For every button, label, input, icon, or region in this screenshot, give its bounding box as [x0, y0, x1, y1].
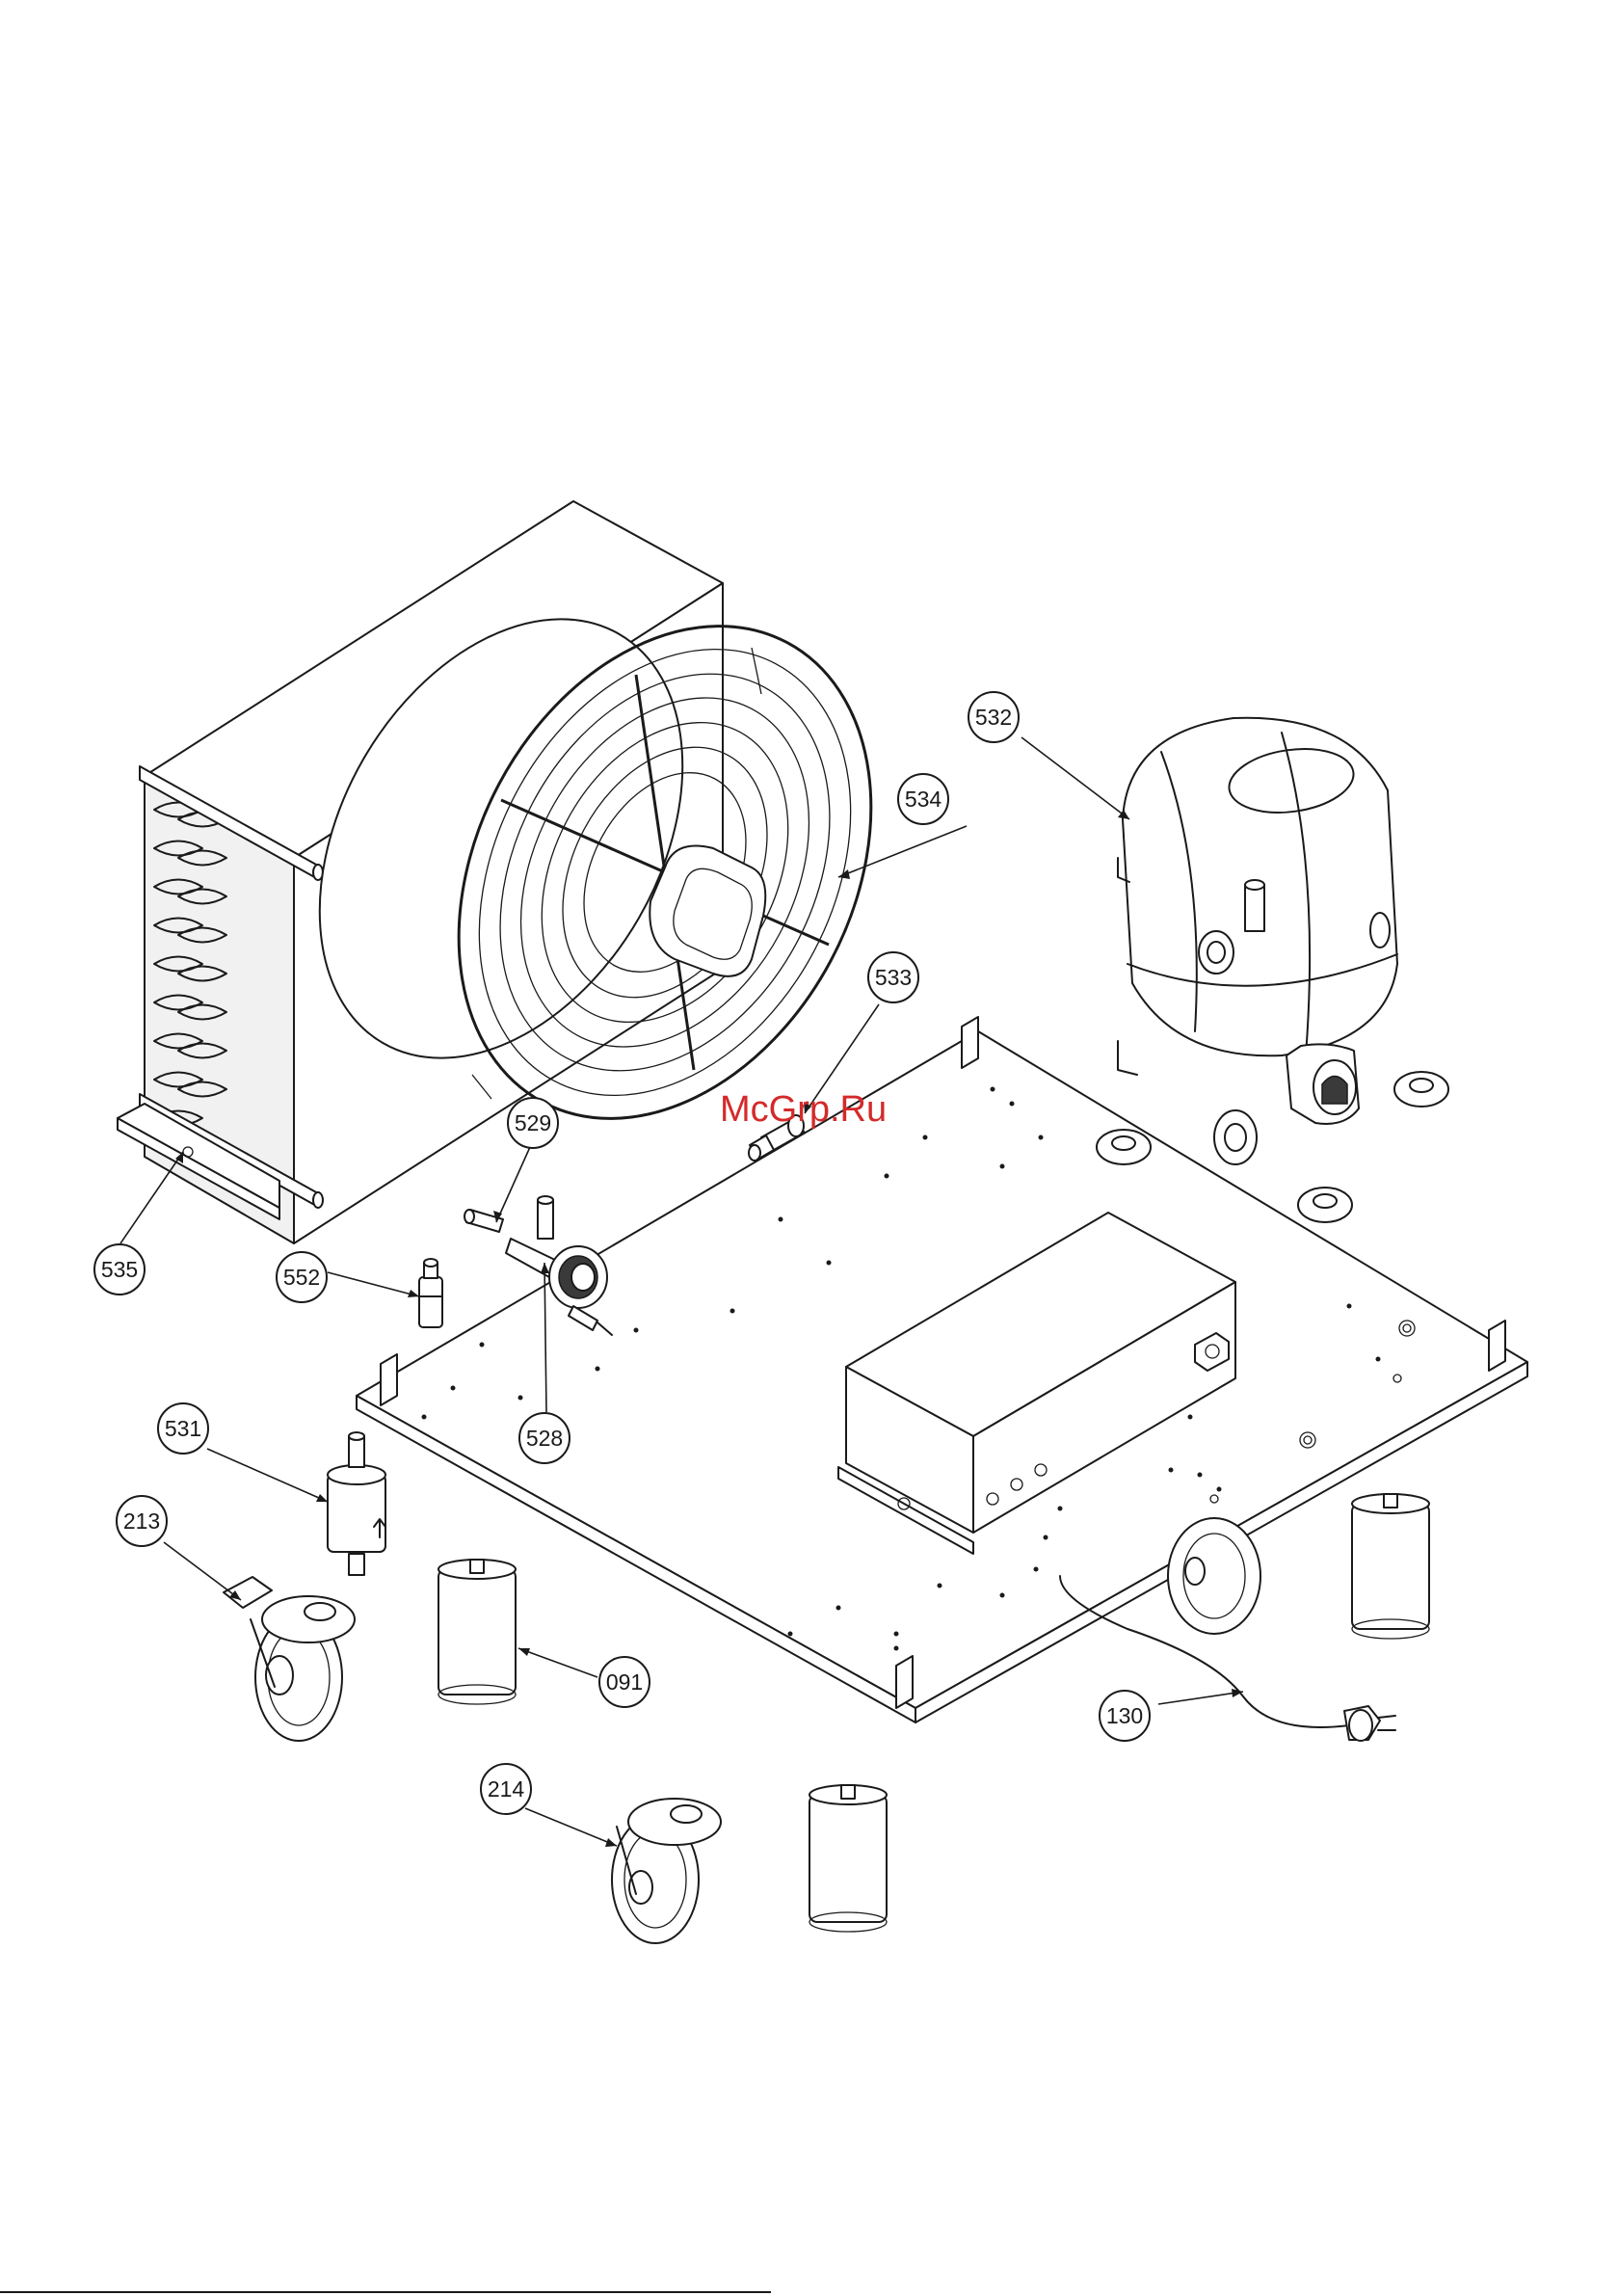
- callout-528-label: 528: [526, 1426, 563, 1451]
- callout-533: 533: [868, 952, 918, 1002]
- callout-531-label: 531: [165, 1416, 201, 1441]
- callout-534: 534: [898, 774, 948, 824]
- callout-528: 528: [519, 1413, 570, 1463]
- callout-529: 529: [508, 1098, 558, 1148]
- callout-533-label: 533: [875, 965, 912, 990]
- callout-552-label: 552: [283, 1265, 320, 1290]
- damper-front: [809, 1785, 887, 1932]
- callout-534-label: 534: [905, 787, 942, 812]
- castor-214: [612, 1799, 721, 1943]
- callout-532: 532: [968, 692, 1019, 742]
- castor-rear: [1168, 1518, 1260, 1634]
- callout-213: 213: [117, 1496, 167, 1546]
- callout-213-label: 213: [123, 1508, 160, 1534]
- callout-535: 535: [94, 1244, 145, 1295]
- callout-529-label: 529: [515, 1110, 551, 1135]
- damper-091: [438, 1560, 516, 1704]
- callout-091-label: 091: [606, 1669, 643, 1695]
- compressor: [1097, 718, 1448, 1222]
- damper-rear: [1352, 1494, 1429, 1639]
- callout-552: 552: [277, 1252, 327, 1302]
- castor-213: [224, 1577, 355, 1741]
- callout-130: 130: [1100, 1691, 1150, 1741]
- callout-531: 531: [158, 1403, 208, 1454]
- callout-214: 214: [481, 1764, 531, 1814]
- valve-552: [419, 1259, 442, 1327]
- callout-130-label: 130: [1106, 1703, 1143, 1728]
- callout-091: 091: [599, 1657, 650, 1707]
- callout-535-label: 535: [101, 1257, 138, 1282]
- callout-214-label: 214: [488, 1776, 525, 1802]
- watermark: McGrp.Ru: [720, 1089, 887, 1130]
- callout-532-label: 532: [975, 705, 1012, 730]
- filter-drier-531: [328, 1432, 385, 1575]
